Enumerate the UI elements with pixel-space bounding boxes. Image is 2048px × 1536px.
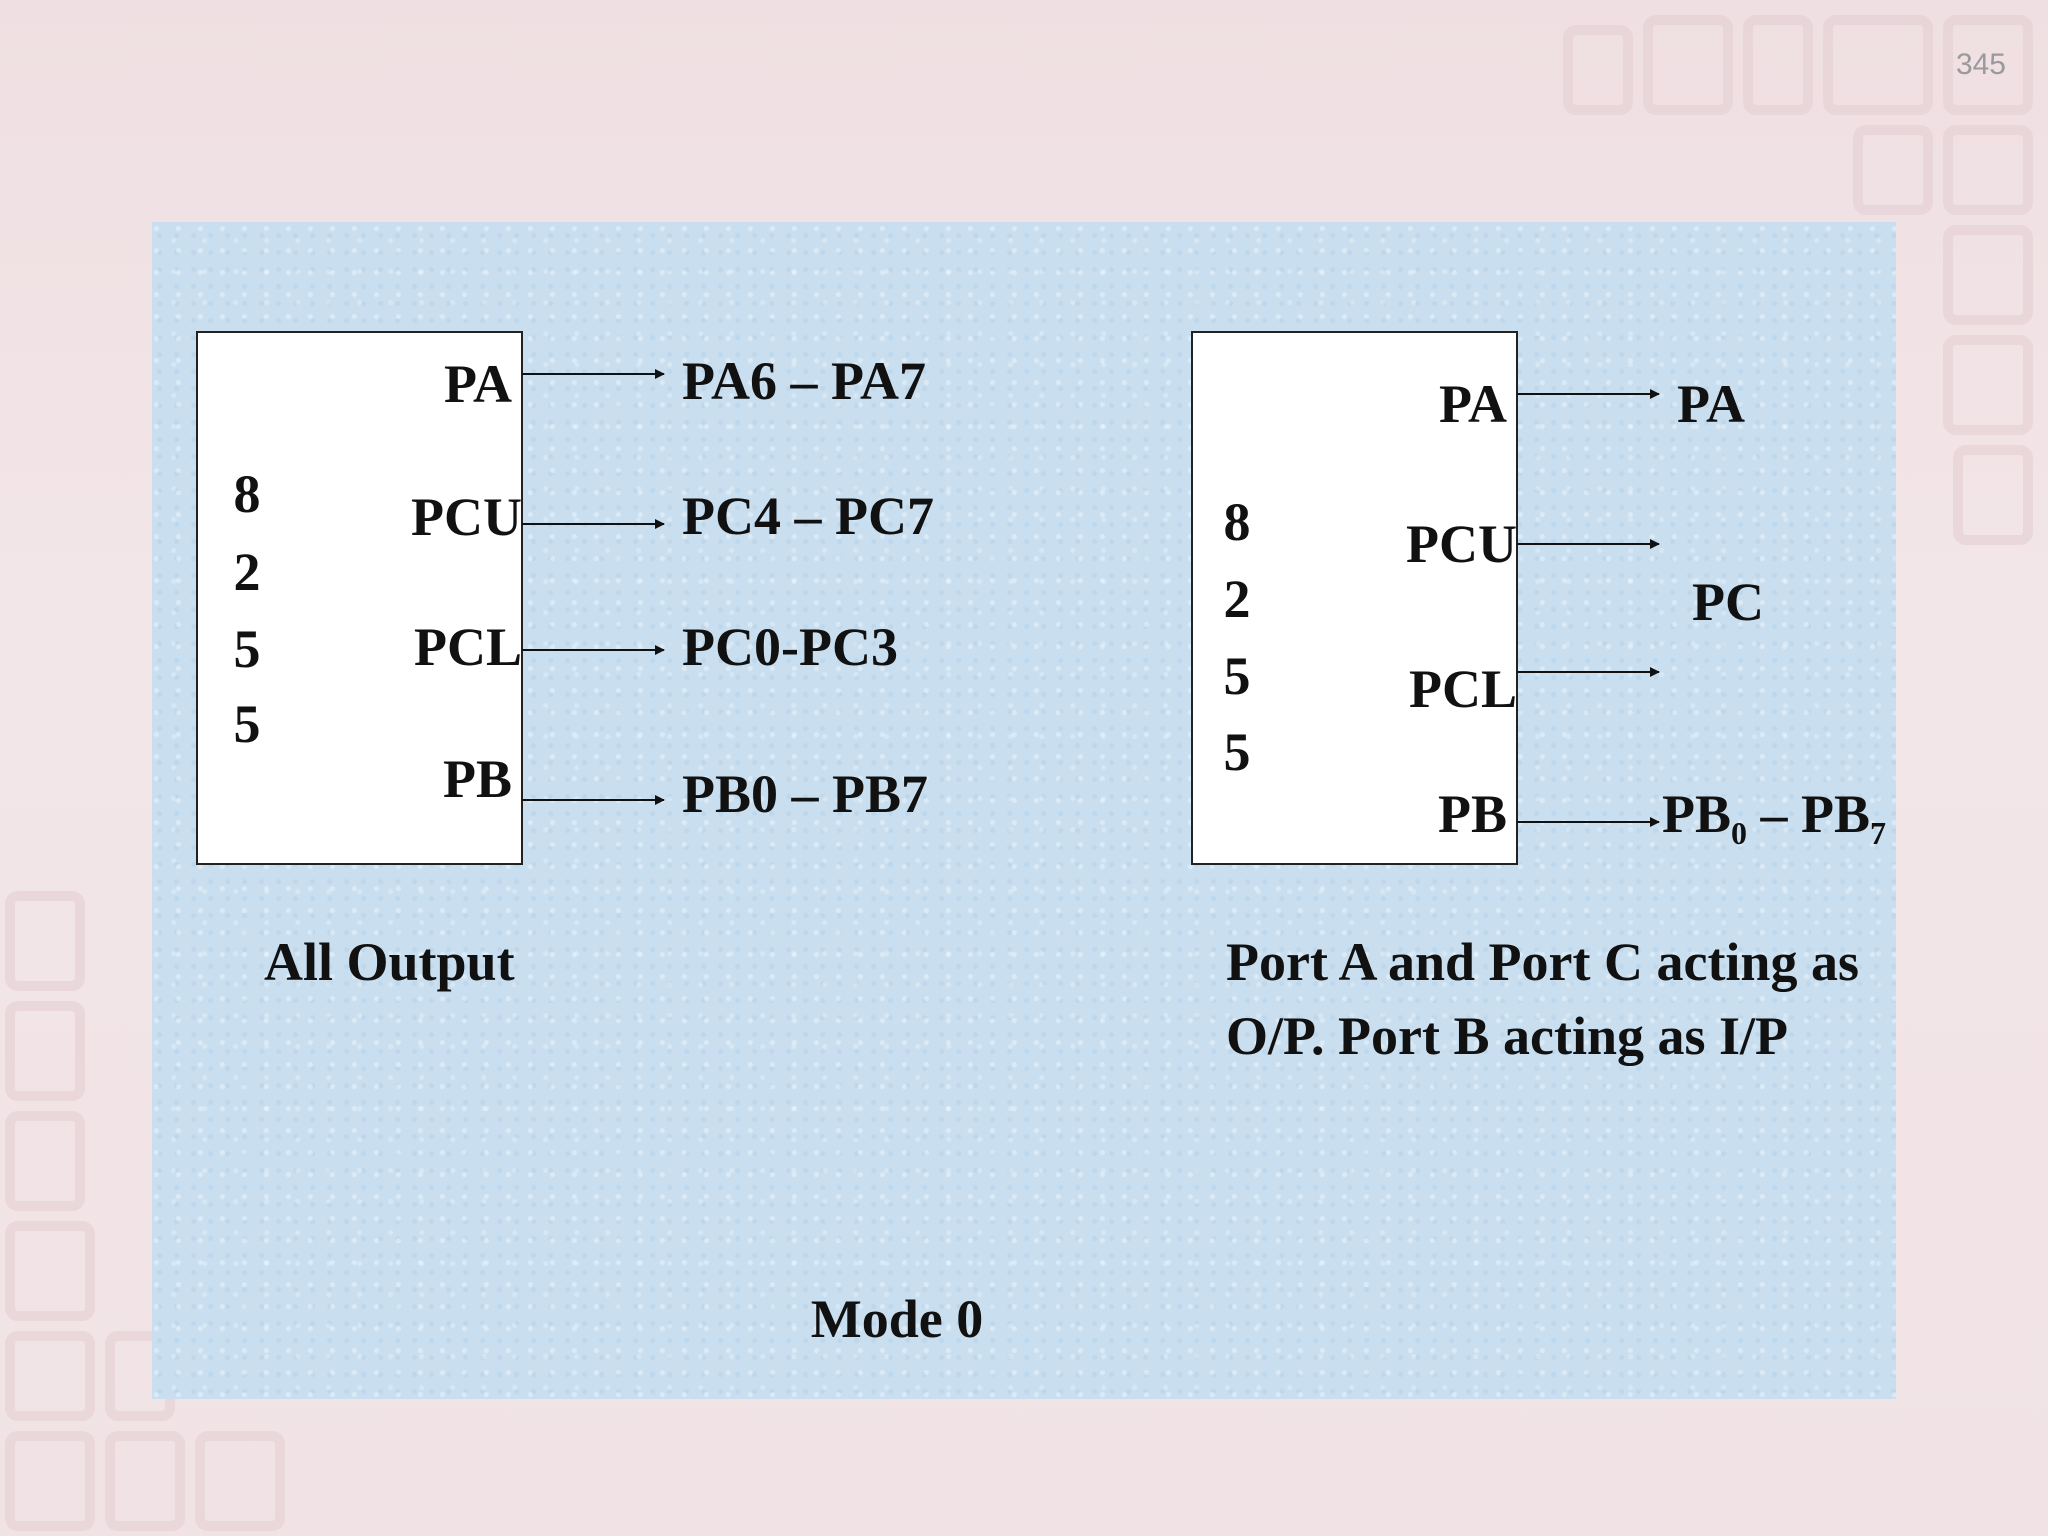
left-8255-chip-box <box>196 331 523 865</box>
right-output-pb: PB0 – PB7 <box>1662 784 1886 851</box>
right-output-pa: PA <box>1677 374 1745 434</box>
left-pin-pb: PB <box>443 749 512 809</box>
left-output-pb: PB0 – PB7 <box>682 764 928 824</box>
right-chip-digit: 5 <box>1224 646 1251 706</box>
right-chip-digit: 2 <box>1224 569 1251 629</box>
right-pin-pb: PB <box>1438 784 1507 844</box>
right-caption-line1: Port A and Port C acting as <box>1226 932 1859 992</box>
right-caption-line2: O/P. Port B acting as I/P <box>1226 1006 1788 1066</box>
mode-label: Mode 0 <box>811 1289 983 1349</box>
left-pin-pcl: PCL <box>414 617 522 677</box>
right-8255-chip-box <box>1191 331 1518 865</box>
right-chip-digit: 5 <box>1224 722 1251 782</box>
slide-panel: 8 2 5 5 PA PCU PCL PB PA6 – PA7 PC4 – PC… <box>152 222 1896 1399</box>
left-chip-digit: 5 <box>234 694 261 754</box>
left-chip-digit: 5 <box>234 619 261 679</box>
left-output-pa: PA6 – PA7 <box>682 351 926 411</box>
left-pin-pa: PA <box>444 354 512 414</box>
left-output-pcl: PC0-PC3 <box>682 617 898 677</box>
left-chip-digit: 8 <box>234 464 261 524</box>
right-chip-digit: 8 <box>1224 492 1251 552</box>
page-number: 345 <box>1955 48 2006 81</box>
right-pin-pa: PA <box>1439 374 1507 434</box>
left-pin-pcu: PCU <box>411 487 522 547</box>
left-output-pcu: PC4 – PC7 <box>682 486 934 546</box>
right-pin-pcl: PCL <box>1409 659 1517 719</box>
mode0-diagram: 8 2 5 5 PA PCU PCL PB PA6 – PA7 PC4 – PC… <box>196 331 1886 1349</box>
left-caption: All Output <box>264 932 515 992</box>
right-output-pc: PC <box>1692 572 1764 632</box>
right-pin-pcu: PCU <box>1406 514 1517 574</box>
left-chip-digit: 2 <box>234 542 261 602</box>
